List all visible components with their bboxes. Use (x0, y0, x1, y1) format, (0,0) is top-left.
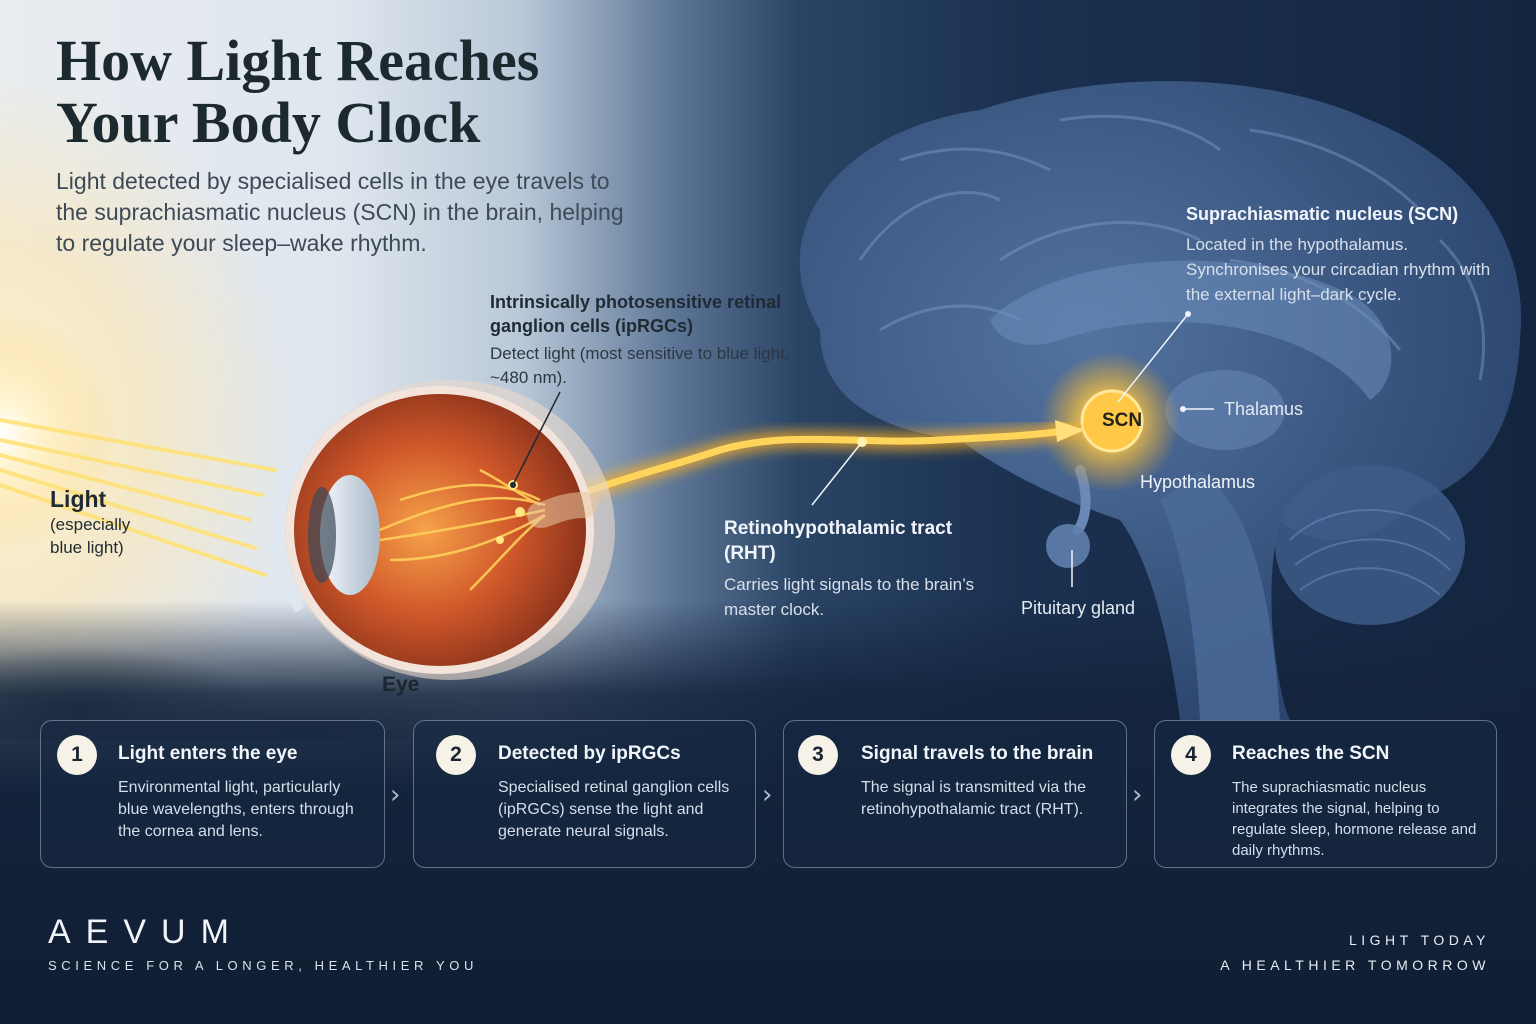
iprgc-label-title: Intrinsically photosensitive retinal gan… (490, 292, 782, 336)
chevron-right-icon: › (762, 780, 773, 810)
steps-row: 1 Light enters the eye Environmental lig… (40, 720, 1498, 870)
title-line-2: Your Body Clock (56, 90, 481, 155)
brand-tagline: SCIENCE FOR A LONGER, HEALTHIER YOU (48, 958, 478, 973)
step-card-4: 4 Reaches the SCN The suprachiasmatic nu… (1154, 720, 1497, 868)
intro-text: Light detected by specialised cells in t… (56, 168, 624, 256)
step-desc: Specialised retinal ganglion cells (ipRG… (498, 779, 730, 840)
chevron-right-icon: › (1132, 780, 1143, 810)
thalamus-label: Thalamus (1224, 399, 1304, 419)
rht-label: Retinohypothalamic tract (RHT) Carries l… (724, 516, 984, 622)
title-line-1: How Light Reaches (56, 28, 540, 93)
step-number: 1 (57, 735, 97, 775)
slogan-line-2: A HEALTHIER TOMORROW (1220, 957, 1490, 973)
step-desc: The suprachiasmatic nucleus integrates t… (1232, 779, 1477, 859)
light-label-title: Light (50, 486, 107, 512)
rht-label-desc: Carries light signals to the brain’s mas… (724, 575, 975, 619)
iprgc-label: Intrinsically photosensitive retinal gan… (490, 290, 790, 390)
step-title: Detected by ipRGCs (498, 743, 681, 764)
scn-label-title: Suprachiasmatic nucleus (SCN) (1186, 204, 1459, 224)
step-number: 3 (798, 735, 838, 775)
retinohypothalamic-tract (531, 420, 1085, 519)
scn-node (1080, 389, 1144, 453)
chevron-right-icon: › (390, 780, 401, 810)
page-title: How Light Reaches Your Body Clock (56, 30, 676, 154)
step-number: 4 (1171, 735, 1211, 775)
brand-logo: AEVUM (48, 913, 244, 951)
step-card-3: 3 Signal travels to the brain The signal… (783, 720, 1127, 868)
rht-label-title: Retinohypothalamic tract (RHT) (724, 518, 953, 564)
step-desc: The signal is transmitted via the retino… (861, 779, 1086, 818)
light-label: Light (especially blue light) (50, 485, 160, 559)
step-title: Signal travels to the brain (861, 743, 1094, 764)
eye-illustration (268, 380, 615, 680)
step-title: Reaches the SCN (1232, 743, 1390, 764)
iprgc-label-desc: Detect light (most sensitive to blue lig… (490, 344, 790, 387)
step-card-2: 2 Detected by ipRGCs Specialised retinal… (413, 720, 756, 868)
hypothalamus-label: Hypothalamus (1140, 472, 1256, 492)
light-rays (0, 418, 277, 577)
scn-label-desc: Located in the hypothalamus. Synchronise… (1186, 235, 1491, 304)
step-title: Light enters the eye (118, 743, 298, 764)
slogan: LIGHT TODAY A HEALTHIER TOMORROW (1220, 928, 1490, 978)
slogan-line-1: LIGHT TODAY (1348, 932, 1490, 948)
step-card-1: 1 Light enters the eye Environmental lig… (40, 720, 385, 868)
pituitary-label: Pituitary gland (1021, 598, 1136, 618)
step-number: 2 (436, 735, 476, 775)
light-label-sub: (especially blue light) (50, 515, 131, 557)
leader-lines (510, 311, 1214, 587)
scn-label: Suprachiasmatic nucleus (SCN) Located in… (1186, 202, 1506, 307)
eye-label: Eye (382, 673, 420, 696)
step-desc: Environmental light, particularly blue w… (118, 779, 354, 840)
scn-tag: SCN (1102, 410, 1143, 431)
